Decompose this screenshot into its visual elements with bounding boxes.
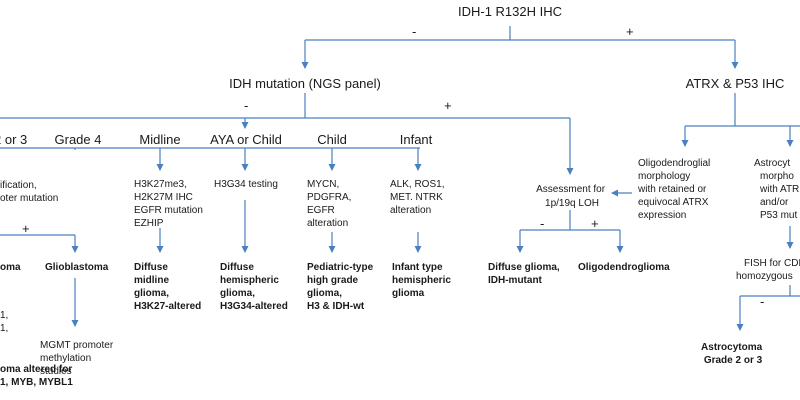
- midline-diagnosis: Diffuse midline glioma, H3K27-altered: [134, 262, 201, 312]
- group-child-label: Child: [317, 132, 347, 147]
- grade-2-3-extra: 1, 1,: [0, 310, 11, 334]
- lo1p19q-assessment: Assessment for 1p/19q LOH: [536, 184, 608, 209]
- aya-diagnosis: Diffuse hemispheric glioma, H3G34-altere…: [220, 262, 288, 312]
- fish-cdk-test: FISH for CDK homozygous: [736, 258, 800, 282]
- grade-2-3-positive-sign: +: [22, 221, 30, 236]
- group-grade-4-label: Grade 4: [55, 132, 102, 147]
- idh-ngs-negative-sign: -: [244, 98, 248, 113]
- astrocytic-morphology: Astrocyt morpho with ATR and/or P53 mut: [754, 158, 800, 221]
- glioblastoma-diagnosis: Glioblastoma: [45, 262, 109, 273]
- root-node-label: IDH-1 R132H IHC: [458, 4, 562, 19]
- grade-2-3-diagnosis: oma: [0, 262, 21, 273]
- diffuse-glioma-idh-mutant: Diffuse glioma, IDH-mutant: [488, 262, 562, 286]
- grade-2-3-bottom-diagnosis: oma altered for 1, MYB, MYBL1: [0, 364, 75, 388]
- atrx-p53-node-label: ATRX & P53 IHC: [686, 76, 785, 91]
- aya-tests: H3G34 testing: [214, 179, 278, 190]
- infant-tests: ALK, ROS1, MET. NTRK alteration: [390, 179, 447, 216]
- group-midline-label: Midline: [139, 132, 180, 147]
- oligodendroglioma: Oligodendroglioma: [578, 262, 670, 273]
- child-tests: MYCN, PDGFRA, EGFR alteration: [307, 179, 354, 229]
- group-infant-label: Infant: [400, 132, 433, 147]
- connector-lines: [0, 26, 800, 331]
- idh-ngs-node-label: IDH mutation (NGS panel): [229, 76, 381, 91]
- lo1p19q-positive-sign: +: [591, 216, 599, 231]
- infant-diagnosis: Infant type hemispheric glioma: [392, 262, 454, 299]
- idh-ngs-positive-sign: +: [444, 98, 452, 113]
- midline-tests: H3K27me3, H2K27M IHC EGFR mutation EZHIP: [134, 179, 206, 229]
- root-negative-sign: -: [412, 24, 416, 39]
- lo1p19q-negative-sign: -: [540, 216, 544, 231]
- child-diagnosis: Pediatric-type high grade glioma, H3 & I…: [307, 262, 376, 312]
- root-positive-sign: +: [626, 24, 634, 39]
- mgmt-studies: MGMT promoter methylation studies: [40, 340, 116, 377]
- fish-negative-sign: -: [760, 294, 764, 309]
- group-aya-child-label: AYA or Child: [210, 132, 282, 147]
- grade-2-3-tests: ification, oter mutation: [0, 180, 58, 204]
- astrocytoma-diagnosis: Astrocytoma Grade 2 or 3: [701, 342, 765, 366]
- oligodendroglial-morphology: Oligodendroglial morphology with retaine…: [637, 158, 713, 221]
- group-grade-2-3-label: 2 or 3: [0, 132, 27, 147]
